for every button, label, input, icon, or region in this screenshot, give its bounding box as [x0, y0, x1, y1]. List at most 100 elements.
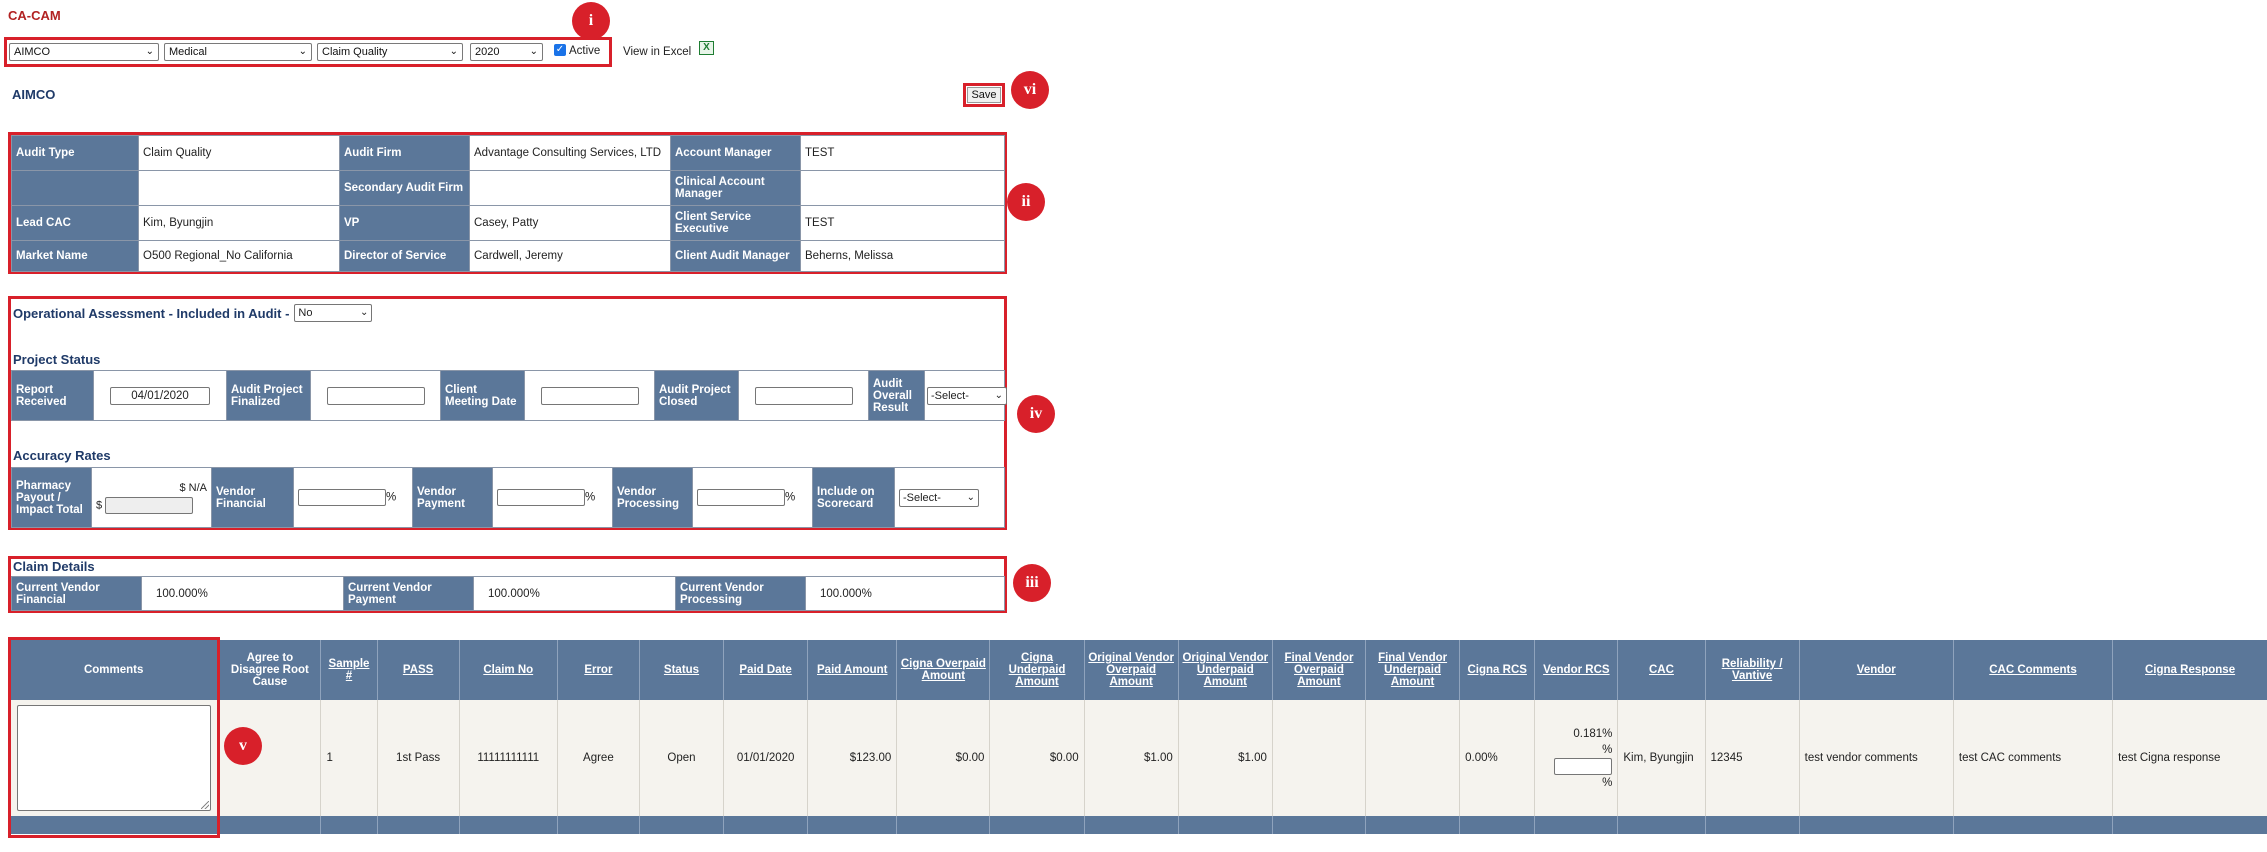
client-name: AIMCO	[12, 87, 56, 102]
col-error[interactable]: Error	[556, 640, 640, 700]
claim-details-highlight	[8, 556, 1007, 613]
vendor-payment-input[interactable]	[497, 489, 585, 506]
clinical-account-manager-value	[800, 170, 1005, 206]
annotation-badge-vi: vi	[1011, 71, 1049, 109]
current-vendor-payment-label: Current Vendor Payment	[343, 576, 474, 611]
report-received-label: Report Received	[11, 370, 94, 421]
finalized-input[interactable]	[326, 386, 425, 405]
line-of-business-value: Medical	[169, 46, 207, 58]
col-paid-amount[interactable]: Paid Amount	[807, 640, 897, 700]
client-service-exec-label: Client Service Executive	[670, 205, 801, 241]
audit-info-highlight	[8, 132, 1007, 274]
market-name-label: Market Name	[11, 240, 139, 272]
col-orig-vendor-underpaid[interactable]: Original Vendor Underpaid Amount	[1177, 640, 1273, 700]
save-button[interactable]: Save	[963, 83, 1005, 107]
vendor-rcs-input[interactable]	[1554, 757, 1613, 775]
accuracy-heading: Accuracy Rates	[13, 448, 111, 463]
comments-textarea[interactable]	[16, 705, 211, 811]
chevron-down-icon: ⌄	[449, 46, 458, 57]
col-sample[interactable]: Sample #	[320, 640, 378, 700]
col-status[interactable]: Status	[638, 640, 724, 700]
cell-cigna-underpaid: $0.00	[989, 700, 1085, 816]
cell-claim-no[interactable]: 11111111111	[458, 700, 558, 816]
scorecard-label: Include on Scorecard	[812, 467, 895, 528]
current-vendor-payment-value: 100.000%	[473, 576, 676, 611]
chevron-down-icon: ⌄	[529, 46, 538, 57]
report-received-input[interactable]: 04/01/2020	[110, 386, 210, 405]
percent-sign: %	[386, 491, 397, 504]
client-select[interactable]: AIMCO⌄	[9, 43, 159, 61]
cell-final-overpaid	[1271, 700, 1366, 816]
cell-cigna-overpaid: $0.00	[896, 700, 990, 816]
col-claim-no[interactable]: Claim No	[458, 640, 558, 700]
pharmacy-input[interactable]	[105, 497, 194, 515]
cell-paid-date: 01/01/2020	[723, 700, 808, 816]
operational-select[interactable]: No⌄	[294, 304, 373, 322]
vendor-processing-label: Vendor Processing	[612, 467, 693, 528]
annotation-badge-iii: iii	[1013, 564, 1051, 602]
col-cac[interactable]: CAC	[1617, 640, 1706, 700]
overall-result-label: Audit Overall Result	[868, 370, 925, 421]
overall-result-select[interactable]: -Select-⌄	[927, 386, 1007, 405]
col-pass[interactable]: PASS	[376, 640, 460, 700]
audit-firm-value: Advantage Consulting Services, LTD	[469, 135, 671, 171]
percent-sign: %	[585, 491, 596, 504]
cell-cigna-rcs: 0.00%	[1459, 700, 1535, 816]
operational-label: Operational Assessment - Included in Aud…	[13, 305, 290, 321]
active-checkbox[interactable]: ✓	[554, 44, 566, 56]
resize-handle-icon[interactable]	[200, 801, 209, 809]
col-cigna-response[interactable]: Cigna Response	[2112, 640, 2267, 700]
cell-vendor-rcs: 0.181% % %	[1534, 700, 1618, 816]
overall-result-value: -Select-	[931, 389, 969, 402]
col-cac-comments[interactable]: CAC Comments	[1952, 640, 2113, 700]
vendor-rcs-value: 0.181%	[1573, 727, 1613, 740]
cell-status: Open	[638, 700, 724, 816]
col-paid-date[interactable]: Paid Date	[723, 640, 808, 700]
vendor-processing-input[interactable]	[697, 489, 785, 506]
current-vendor-financial-label: Current Vendor Financial	[11, 576, 142, 611]
col-reliability[interactable]: Reliability / Vantive	[1704, 640, 1800, 700]
pharmacy-na: $ N/A	[179, 482, 207, 495]
year-select[interactable]: 2020 ⌄	[470, 43, 543, 61]
vp-label: VP	[339, 205, 470, 241]
cell-cigna-response: test Cigna response	[2112, 700, 2267, 816]
filter-bar-highlight	[4, 37, 612, 67]
chevron-down-icon: ⌄	[966, 491, 975, 503]
cell-paid-amount: $123.00	[807, 700, 897, 816]
meeting-date-input[interactable]	[540, 386, 639, 405]
closed-input[interactable]	[754, 386, 853, 405]
scorecard-select[interactable]: -Select-⌄	[899, 488, 979, 507]
percent-sign: %	[785, 491, 796, 504]
col-cigna-overpaid[interactable]: Cigna Overpaid Amount	[896, 640, 990, 700]
year-value: 2020	[475, 46, 500, 58]
view-in-excel-link[interactable]: View in Excel	[623, 46, 692, 58]
clinical-account-manager-label: Clinical Account Manager	[670, 170, 801, 206]
col-cigna-rcs[interactable]: Cigna RCS	[1459, 640, 1535, 700]
active-label: Active	[569, 45, 601, 57]
vendor-rcs-unit: %	[1602, 743, 1613, 756]
col-cigna-underpaid[interactable]: Cigna Underpaid Amount	[989, 640, 1085, 700]
operational-value: No	[298, 307, 313, 319]
meeting-label: Client Meeting Date	[440, 370, 525, 421]
col-vendor[interactable]: Vendor	[1798, 640, 1954, 700]
vendor-rcs-unit: %	[1602, 776, 1613, 789]
cell-orig-underpaid: $1.00	[1177, 700, 1273, 816]
line-of-business-select[interactable]: Medical⌄	[164, 43, 312, 61]
col-final-vendor-underpaid[interactable]: Final Vendor Underpaid Amount	[1365, 640, 1460, 700]
audit-firm-label: Audit Firm	[339, 135, 470, 171]
excel-icon[interactable]: X	[699, 41, 714, 55]
current-vendor-processing-label: Current Vendor Processing	[675, 576, 806, 611]
col-final-vendor-overpaid[interactable]: Final Vendor Overpaid Amount	[1271, 640, 1366, 700]
lead-cac-label: Lead CAC	[11, 205, 139, 241]
director-value: Cardwell, Jeremy	[469, 240, 671, 272]
audit-type-select[interactable]: Claim Quality⌄	[317, 43, 463, 61]
col-orig-vendor-overpaid[interactable]: Original Vendor Overpaid Amount	[1083, 640, 1179, 700]
account-manager-label: Account Manager	[670, 135, 801, 171]
col-comments: Comments	[7, 640, 219, 700]
project-status-table: Report Received 04/01/2020 Audit Project…	[11, 370, 1007, 421]
vendor-financial-input[interactable]	[298, 489, 386, 506]
client-audit-manager-label: Client Audit Manager	[670, 240, 801, 272]
col-root-cause: Agree to Disagree Root Cause	[218, 640, 321, 700]
project-section-highlight	[8, 296, 1007, 530]
col-vendor-rcs[interactable]: Vendor RCS	[1534, 640, 1618, 700]
